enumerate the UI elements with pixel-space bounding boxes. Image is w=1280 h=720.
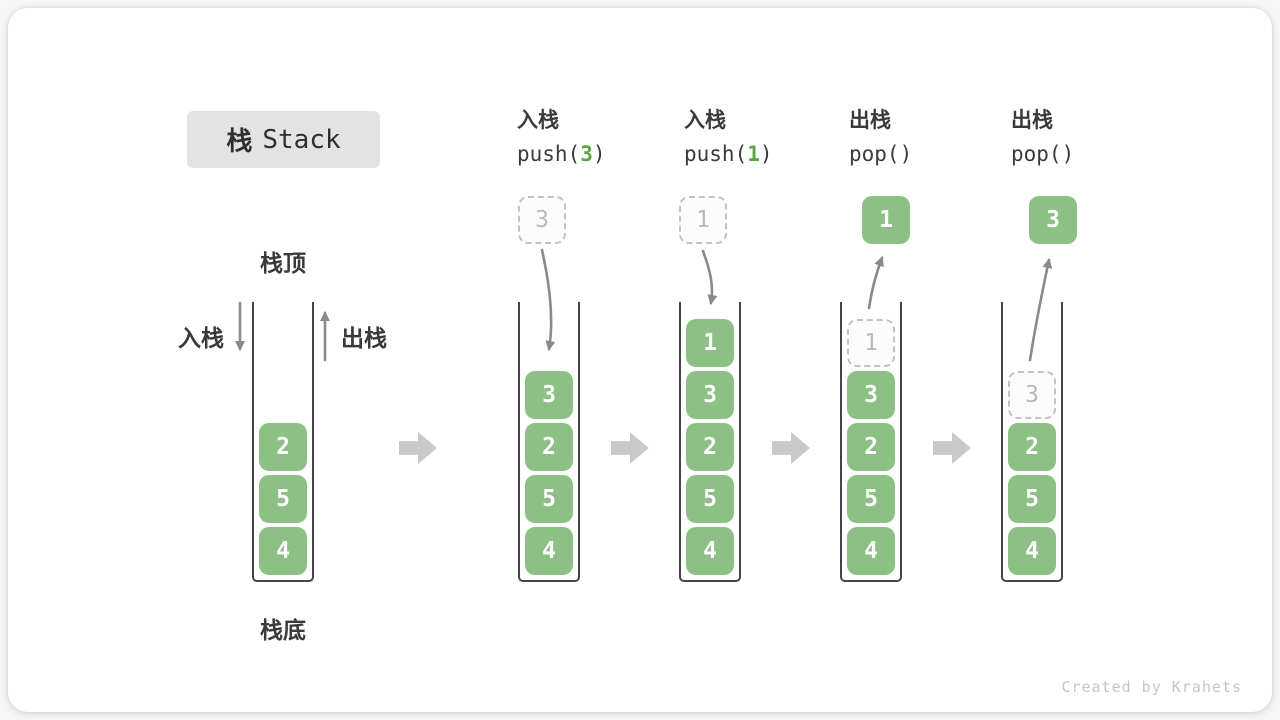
stack-ghost-block: 1: [847, 319, 895, 367]
code-prefix: push(: [517, 142, 581, 166]
stack-block: 4: [525, 527, 573, 575]
op-code: pop(): [849, 144, 1009, 165]
code-arg: 3: [580, 142, 593, 166]
op-label: 入栈: [684, 108, 726, 132]
stack-block: 5: [686, 475, 734, 523]
op-push-3: 入栈 push(3): [517, 110, 677, 165]
code-suffix: ): [1061, 142, 1075, 166]
stack-after-pop-1: 1 3 2 5 4: [840, 302, 902, 582]
op-label: 出栈: [849, 108, 891, 132]
code-suffix: ): [592, 142, 606, 166]
stack-block: 5: [847, 475, 895, 523]
stack-bottom-label: 栈底: [260, 618, 306, 644]
stack-block: 4: [259, 527, 307, 575]
stack-block: 4: [1008, 527, 1056, 575]
stack-block: 3: [686, 371, 734, 419]
stack-block: 1: [686, 319, 734, 367]
stack-after-pop-3: 3 2 5 4: [1001, 302, 1063, 582]
op-label: 出栈: [1011, 108, 1053, 132]
stack-top-label: 栈顶: [260, 251, 306, 277]
op-push-1: 入栈 push(1): [684, 110, 844, 165]
op-label: 入栈: [517, 108, 559, 132]
code-prefix: pop(: [849, 142, 900, 166]
push-side-label: 入栈: [178, 326, 224, 352]
stack-block: 2: [1008, 423, 1056, 471]
stack-block: 3: [847, 371, 895, 419]
title-box: 栈 Stack: [187, 111, 380, 168]
stack-ghost-block: 3: [1008, 371, 1056, 419]
op-code: push(3): [517, 144, 677, 165]
floating-value-pop-3: 3: [1029, 196, 1077, 244]
stack-block: 2: [686, 423, 734, 471]
floating-value-push-3: 3: [518, 196, 566, 244]
pop-side-label: 出栈: [341, 326, 387, 352]
stack-block: 2: [525, 423, 573, 471]
title-zh: 栈: [226, 127, 253, 157]
stack-after-push-3: 3 2 5 4: [518, 302, 580, 582]
stack-block: 2: [847, 423, 895, 471]
stack-block: 5: [525, 475, 573, 523]
op-pop-second: 出栈 pop(): [1011, 110, 1171, 165]
floating-value-push-1: 1: [679, 196, 727, 244]
op-code: push(1): [684, 144, 844, 165]
code-suffix: ): [759, 142, 773, 166]
stack-initial: 2 5 4: [252, 302, 314, 582]
stack-block: 2: [259, 423, 307, 471]
stack-block: 5: [1008, 475, 1056, 523]
op-pop-first: 出栈 pop(): [849, 110, 1009, 165]
stack-after-push-1: 1 3 2 5 4: [679, 302, 741, 582]
op-code: pop(): [1011, 144, 1171, 165]
stack-block: 3: [525, 371, 573, 419]
stack-block: 5: [259, 475, 307, 523]
title-en: Stack: [262, 124, 341, 155]
stack-block: 4: [847, 527, 895, 575]
watermark: Created by Krahets: [1061, 678, 1242, 696]
floating-value-pop-1: 1: [862, 196, 910, 244]
code-prefix: pop(: [1011, 142, 1062, 166]
stack-block: 4: [686, 527, 734, 575]
code-prefix: push(: [684, 142, 748, 166]
code-suffix: ): [899, 142, 913, 166]
code-arg: 1: [747, 142, 760, 166]
